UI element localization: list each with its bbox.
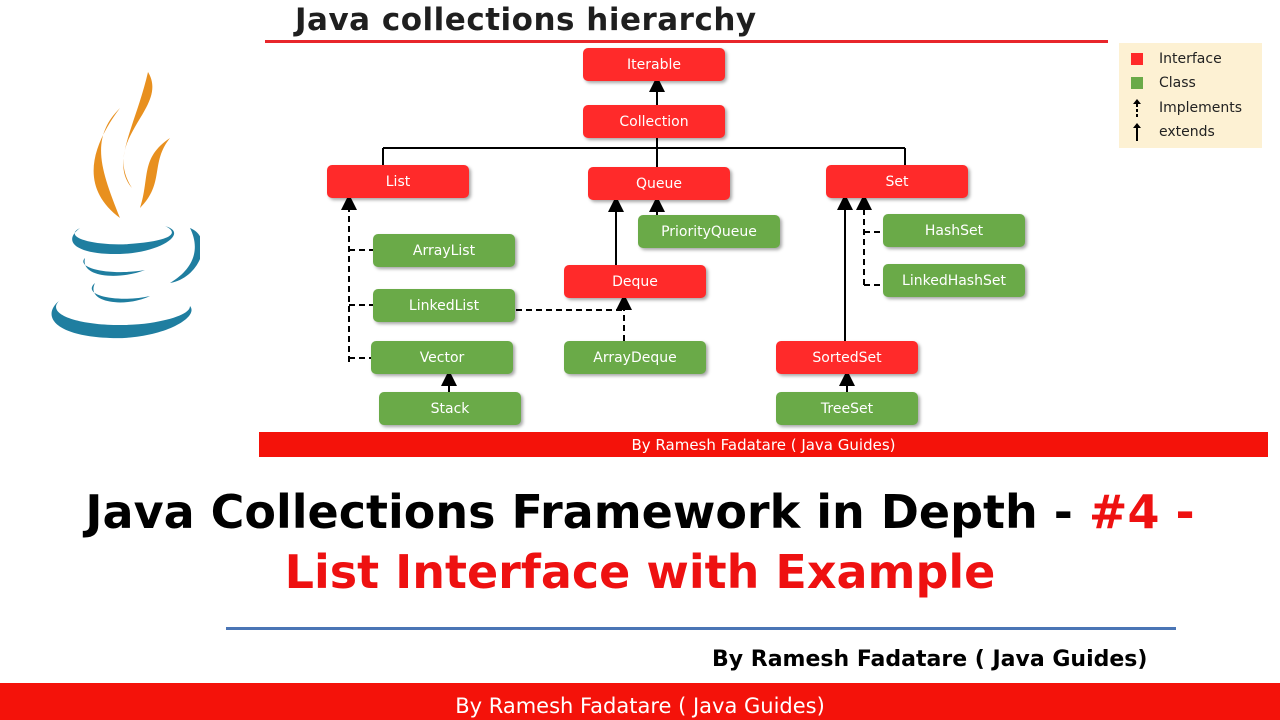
headline: Java Collections Framework in Depth - #4…	[0, 482, 1280, 602]
class-swatch-icon	[1131, 77, 1143, 89]
node-collection: Collection	[583, 105, 725, 138]
headline-part1: Java Collections Framework in Depth -	[85, 485, 1089, 539]
node-arraylist: ArrayList	[373, 234, 515, 267]
node-arraydeque: ArrayDeque	[564, 341, 706, 374]
solid-arrow-icon	[1133, 123, 1141, 141]
diagram-edges	[341, 76, 906, 392]
legend-extends: extends	[1159, 124, 1215, 140]
node-treeset: TreeSet	[776, 392, 918, 425]
node-linkedlist: LinkedList	[373, 289, 515, 322]
legend-interface: Interface	[1159, 51, 1222, 67]
divider	[226, 627, 1176, 630]
node-stack: Stack	[379, 392, 521, 425]
legend-class: Class	[1159, 75, 1196, 91]
node-deque: Deque	[564, 265, 706, 298]
author: By Ramesh Fadatare ( Java Guides)	[712, 647, 1148, 672]
diagram-title: Java collections hierarchy	[295, 2, 757, 38]
dashed-arrow-icon	[1133, 99, 1141, 117]
node-queue: Queue	[588, 167, 730, 200]
node-set: Set	[826, 165, 968, 198]
headline-part2: #4 -	[1088, 485, 1195, 539]
diagram-credit-bar: By Ramesh Fadatare ( Java Guides)	[259, 432, 1268, 457]
node-priorityqueue: PriorityQueue	[638, 215, 780, 248]
headline-part3: List Interface with Example	[284, 545, 996, 599]
node-hashset: HashSet	[883, 214, 1025, 247]
node-list: List	[327, 165, 469, 198]
title-underline	[265, 40, 1108, 43]
footer-bar: By Ramesh Fadatare ( Java Guides)	[0, 683, 1280, 720]
node-linkedhashset: LinkedHashSet	[883, 264, 1025, 297]
interface-swatch-icon	[1131, 53, 1143, 65]
node-iterable: Iterable	[583, 48, 725, 81]
node-sortedset: SortedSet	[776, 341, 918, 374]
legend: Interface Class Implements extends	[1119, 43, 1262, 148]
legend-implements: Implements	[1159, 100, 1243, 116]
java-logo-icon	[51, 72, 200, 339]
node-vector: Vector	[371, 341, 513, 374]
